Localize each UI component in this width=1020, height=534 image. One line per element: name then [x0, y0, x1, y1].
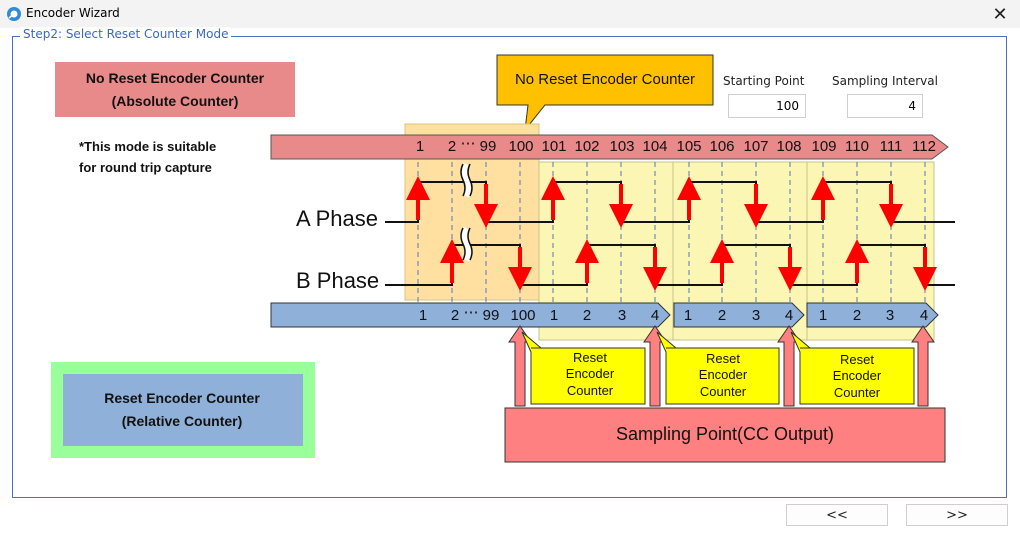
reset-callout-line3: Counter — [834, 385, 881, 400]
reset-callout-line1: Reset — [706, 351, 740, 366]
abs-count: 101 — [541, 138, 566, 155]
sampling-point-label: Sampling Point(CC Output) — [616, 424, 834, 444]
sampling-arrows — [508, 325, 935, 407]
step-group-box — [12, 36, 1007, 498]
abs-count: 1 — [416, 138, 424, 155]
abs-count: 112 — [912, 138, 936, 155]
starting-point-input[interactable] — [728, 94, 806, 118]
relative-count-labels: 1 2 ⋯ 99 100 1 2 3 4 1 2 3 4 1 2 3 4 — [419, 304, 928, 324]
rel-count: 100 — [510, 307, 535, 324]
rel-count: 99 — [483, 307, 500, 324]
no-reset-callout-text: No Reset Encoder Counter — [515, 71, 695, 88]
no-reset-counter-box — [55, 62, 295, 117]
no-reset-box-title: No Reset Encoder Counter — [86, 70, 265, 86]
rel-count: 2 — [718, 307, 726, 324]
reset-callout-1: Reset Encoder Counter — [521, 331, 646, 405]
rel-count: 1 — [684, 307, 692, 324]
absolute-counter-bar — [270, 134, 949, 160]
window-title: Encoder Wizard — [26, 6, 120, 20]
reset-callout-line2: Encoder — [833, 368, 882, 383]
rel-count: 2 — [853, 307, 861, 324]
reset-callout-3: Reset Encoder Counter — [790, 331, 915, 405]
sampling-interval-label: Sampling Interval — [832, 74, 938, 88]
rel-count: ⋯ — [464, 304, 479, 321]
abs-count: 100 — [508, 138, 533, 155]
reset-callout-line3: Counter — [700, 384, 747, 399]
a-phase-label: A Phase — [296, 206, 378, 231]
reset-box-subtitle: (Relative Counter) — [122, 413, 243, 429]
rel-count: 3 — [618, 307, 626, 324]
relative-counter-bar-3 — [806, 302, 939, 328]
abs-count: 102 — [574, 138, 599, 155]
b-phase-label: B Phase — [296, 268, 379, 293]
reset-callout-line3: Counter — [567, 383, 614, 398]
encoder-app-icon — [7, 7, 21, 21]
close-button[interactable]: ✕ — [980, 0, 1020, 28]
abs-count: 99 — [480, 138, 497, 155]
reset-counter-box — [63, 374, 303, 446]
abs-count: 108 — [776, 138, 801, 155]
rel-count: 4 — [920, 307, 928, 324]
rel-count: 3 — [752, 307, 760, 324]
rel-count: 3 — [886, 307, 894, 324]
rel-count: 1 — [419, 307, 427, 324]
no-reset-callout — [496, 54, 714, 132]
relative-counter-bar-1 — [270, 302, 671, 328]
rel-count: 1 — [819, 307, 827, 324]
no-reset-box-subtitle: (Absolute Counter) — [112, 93, 239, 109]
next-button[interactable]: >> — [906, 504, 1008, 526]
rel-count: 2 — [583, 307, 591, 324]
rel-count: 2 — [451, 307, 459, 324]
absolute-count-labels: 1 2 ⋯ 99 100 101 102 103 104 105 106 107… — [416, 135, 936, 155]
back-button[interactable]: << — [786, 504, 888, 526]
round-trip-note-line2: for round trip capture — [79, 160, 212, 175]
edge-arrows — [406, 176, 937, 291]
reset-callout-line1: Reset — [840, 352, 874, 367]
reset-callout-2: Reset Encoder Counter — [656, 331, 780, 405]
abs-count: 106 — [709, 138, 734, 155]
abs-count: 111 — [880, 138, 903, 155]
close-icon: ✕ — [992, 3, 1008, 25]
step-legend: Step2: Select Reset Counter Mode — [20, 27, 232, 41]
abs-count: 105 — [676, 138, 701, 155]
sampling-point-box — [504, 407, 946, 463]
rel-count: 4 — [651, 307, 659, 324]
abs-count: 107 — [743, 138, 768, 155]
relative-counter-bar-2 — [673, 302, 805, 328]
rel-count: 1 — [550, 307, 558, 324]
title-bar: Encoder Wizard ✕ — [0, 0, 1020, 28]
abs-count: 103 — [609, 138, 634, 155]
rel-count: 4 — [785, 307, 793, 324]
abs-count: ⋯ — [461, 135, 476, 152]
abs-count: 109 — [811, 138, 836, 155]
reset-box-title: Reset Encoder Counter — [104, 390, 260, 406]
abs-count: 2 — [448, 138, 456, 155]
sampling-interval-input[interactable] — [847, 94, 923, 118]
round-trip-note-line1: *This mode is suitable — [79, 139, 216, 154]
reset-callout-line2: Encoder — [566, 366, 615, 381]
abs-count: 104 — [642, 138, 667, 155]
reset-callout-line2: Encoder — [699, 367, 748, 382]
break-marks — [460, 162, 473, 262]
starting-point-label: Starting Point — [723, 74, 805, 88]
abs-count: 110 — [845, 138, 869, 155]
reset-callout-line1: Reset — [573, 350, 607, 365]
